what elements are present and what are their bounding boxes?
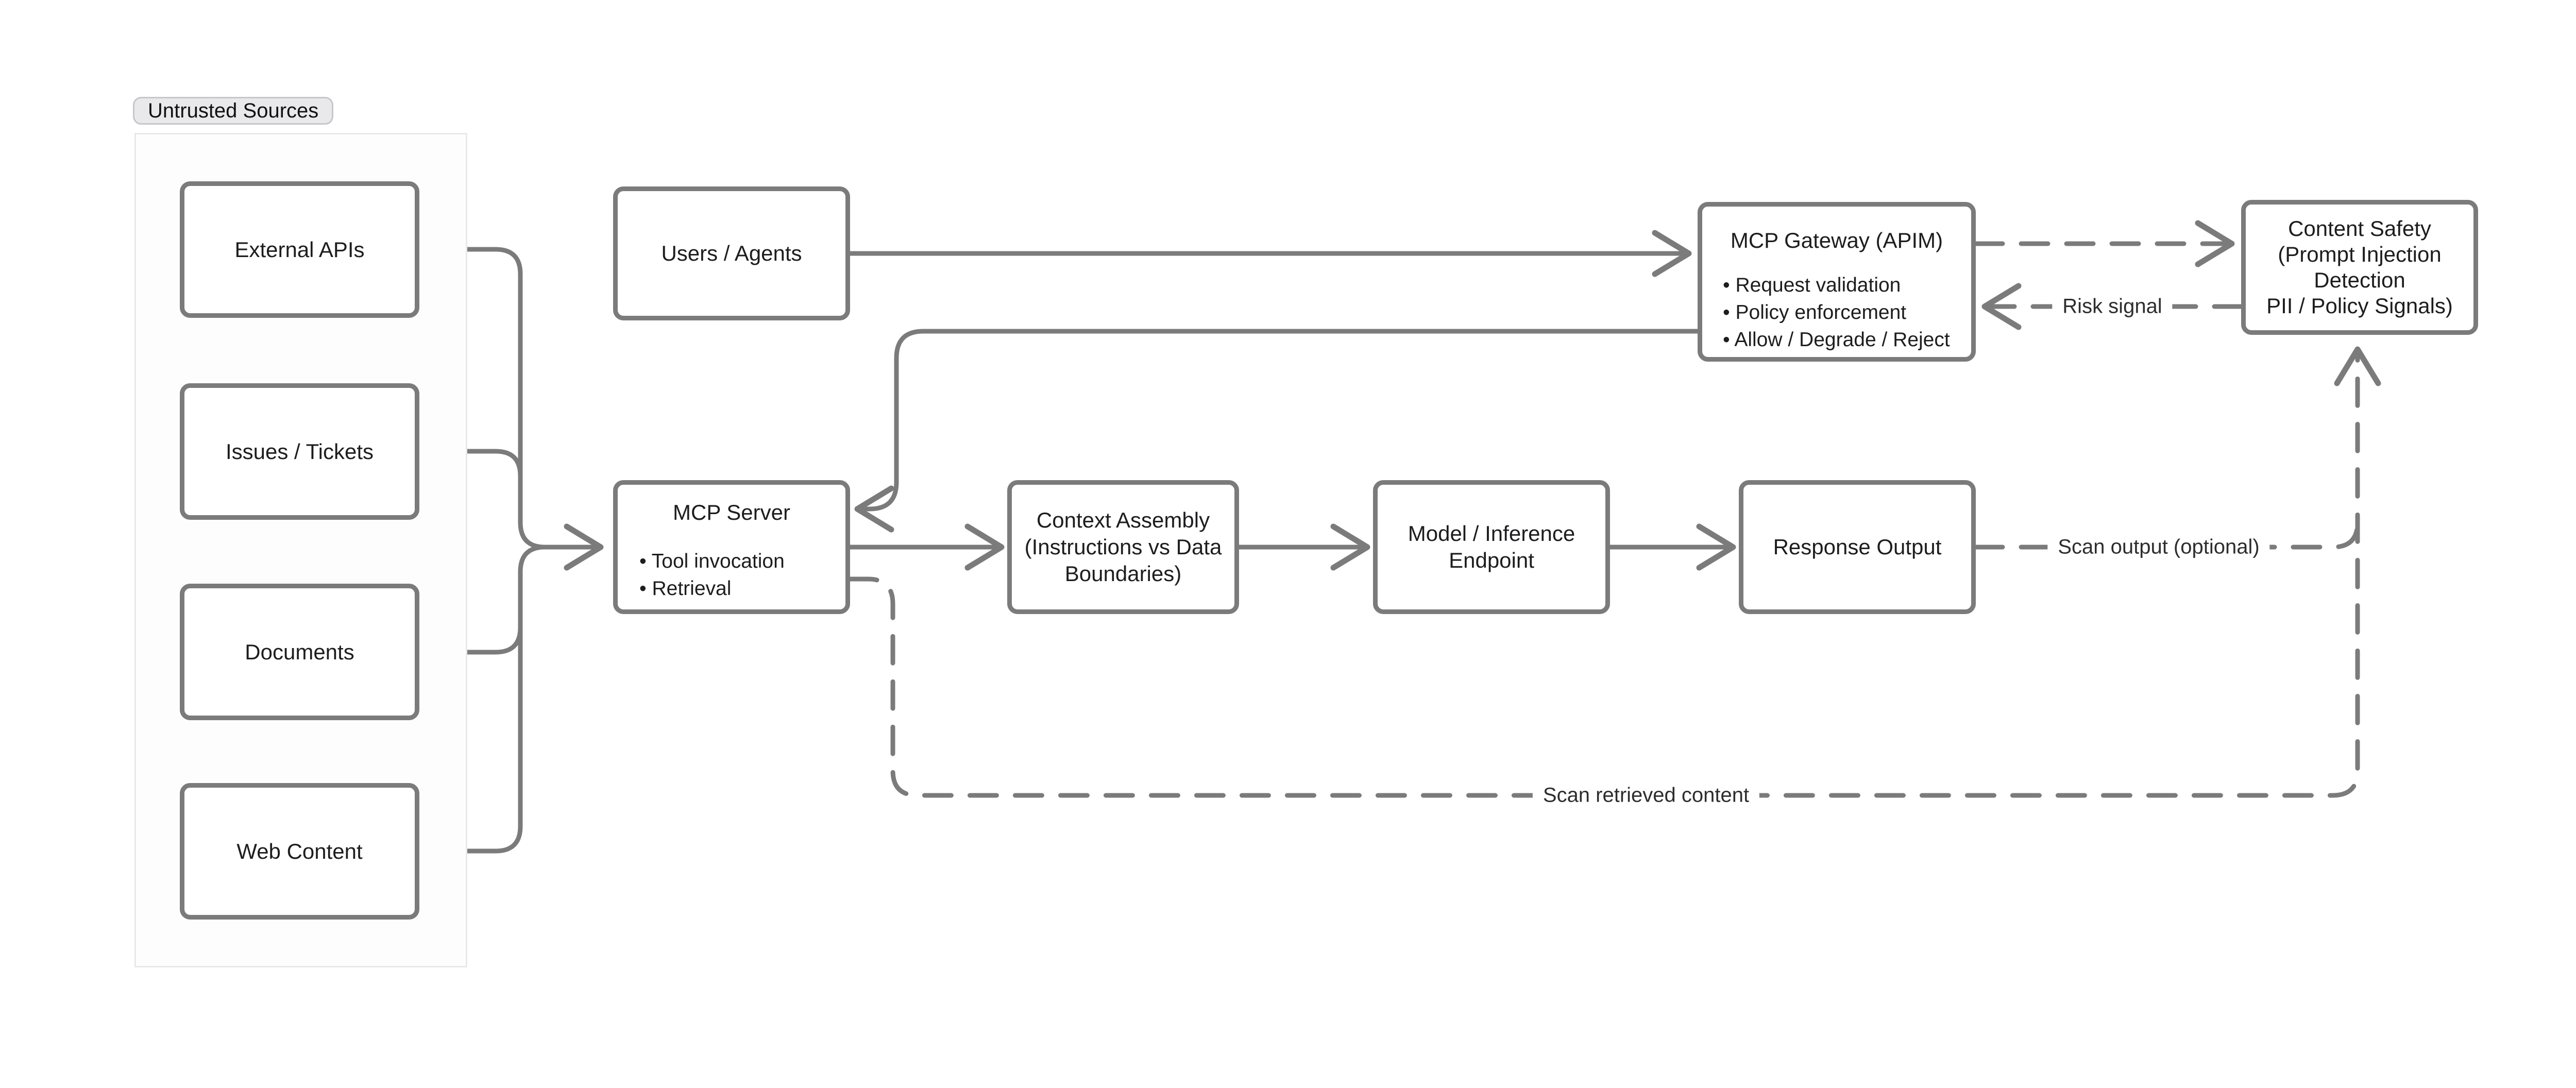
edge-scan-retrieved-to-content-safety [848,346,2381,798]
risk-signal-label: Risk signal [2052,293,2173,320]
mcp-server-bullet: • Retrieval [639,577,732,600]
untrusted-sources-label-text: Untrusted Sources [148,99,319,122]
mcp-server-title: MCP Server [673,500,790,524]
edge-gateway-to-mcp-server [854,329,1700,533]
node-response-output: Response Output [1739,480,1976,614]
mcp-gateway-title: MCP Gateway (APIM) [1730,228,1943,252]
node-issues-tickets-label: Issues / Tickets [225,439,374,464]
content-safety-line: PII / Policy Signals) [2266,294,2453,318]
mcp-gateway-bullet: • Policy enforcement [1723,301,1907,324]
node-mcp-server: MCP Server • Tool invocation • Retrieval [613,480,850,614]
node-model-inference-endpoint: Model / Inference Endpoint [1373,480,1610,614]
node-users-agents-label: Users / Agents [661,241,802,265]
content-safety-line: (Prompt Injection [2278,242,2442,266]
content-safety-line: Detection [2314,268,2405,292]
node-documents: Documents [180,584,419,720]
node-external-apis-label: External APIs [234,237,365,262]
node-context-assembly: Context Assembly (Instructions vs Data B… [1007,480,1239,614]
node-response-output-label: Response Output [1773,535,1942,559]
mcp-server-bullets: • Tool invocation • Retrieval [618,548,845,602]
node-mcp-gateway: MCP Gateway (APIM) • Request validation … [1698,202,1976,362]
edge-issues-tickets-junction [417,449,523,479]
node-web-content-label: Web Content [236,839,363,863]
mcp-server-bullet: • Tool invocation [639,550,785,572]
node-documents-label: Documents [245,639,354,664]
node-web-content: Web Content [180,783,419,920]
mcp-gateway-bullets: • Request validation • Policy enforcemen… [1702,271,1971,353]
context-assembly-line: Context Assembly [1036,508,1210,532]
scan-output-label: Scan output (optional) [2047,533,2270,561]
node-issues-tickets: Issues / Tickets [180,383,419,520]
untrusted-sources-label: Untrusted Sources [133,97,334,125]
content-safety-line: Content Safety [2288,216,2431,241]
mcp-gateway-bullet: • Allow / Degrade / Reject [1723,329,1950,351]
model-endpoint-line: Endpoint [1449,548,1534,572]
context-assembly-line: (Instructions vs Data [1024,535,1222,559]
edge-web-content-junction [417,545,548,854]
model-endpoint-line: Model / Inference [1408,521,1575,546]
context-assembly-line: Boundaries) [1064,562,1182,586]
node-content-safety: Content Safety (Prompt Injection Detecti… [2241,200,2478,335]
node-external-apis: External APIs [180,181,419,318]
node-users-agents: Users / Agents [613,186,850,320]
scan-retrieved-content-label: Scan retrieved content [1532,781,1760,809]
mcp-gateway-bullet: • Request validation [1723,274,1901,296]
edge-external-apis-to-mcp-server [417,247,604,571]
